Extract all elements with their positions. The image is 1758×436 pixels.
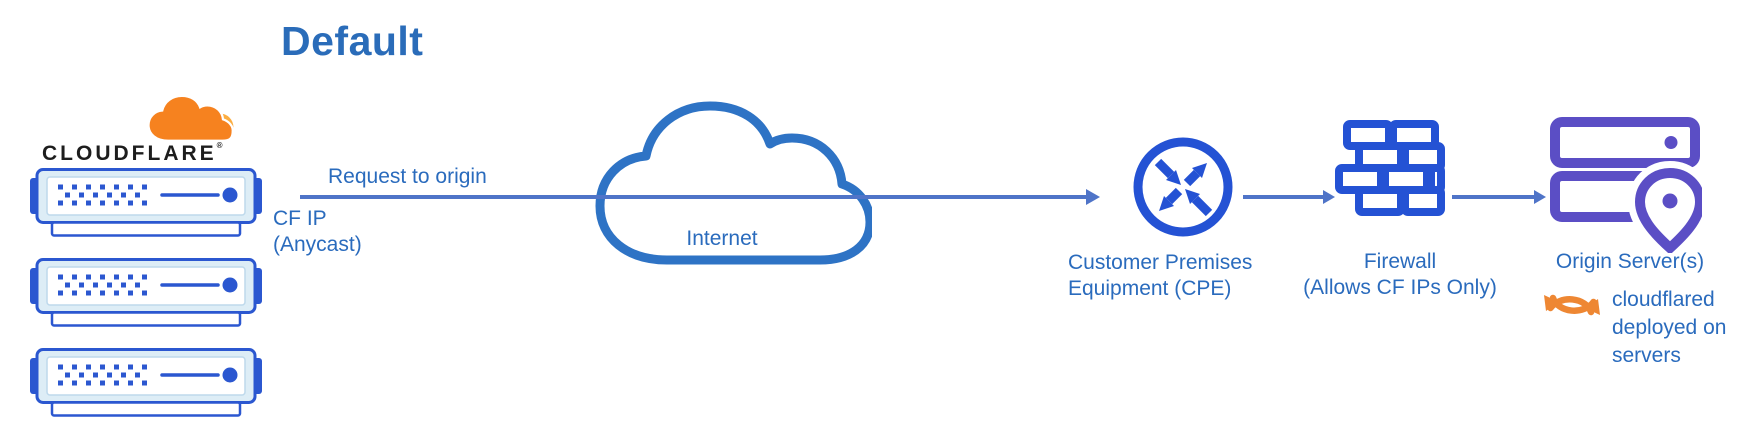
diagram-title: Default xyxy=(281,18,424,64)
server-rack-icon xyxy=(30,348,262,418)
server-rack-icon xyxy=(30,168,262,238)
cf-ip-label-line2: (Anycast) xyxy=(273,233,362,256)
cf-ip-anycast-label: CF IP (Anycast) xyxy=(273,206,362,258)
cloudflared-note-line3: servers xyxy=(1612,344,1681,367)
firewall-label-line1: Firewall xyxy=(1363,250,1437,273)
server-rack-icon xyxy=(30,258,262,328)
firewall-label: Firewall (Allows CF IPs Only) xyxy=(1288,249,1512,301)
request-to-origin-label: Request to origin xyxy=(328,165,487,188)
firewall-to-origin-arrow-line xyxy=(1452,195,1534,199)
cpe-to-firewall-arrow-head xyxy=(1323,190,1335,204)
origin-server-label: Origin Server(s) xyxy=(1555,250,1705,273)
location-pin-icon xyxy=(1627,160,1702,253)
sync-arrows-icon xyxy=(1544,294,1600,316)
router-arrows-icon xyxy=(1133,137,1233,237)
cloud-icon xyxy=(595,101,872,265)
cloudflared-note-line2: deployed on xyxy=(1612,316,1727,339)
brick-wall-icon xyxy=(1335,120,1445,216)
cloudflare-wordmark-text: CLOUDFLARE xyxy=(42,142,217,165)
request-arrow-line xyxy=(300,195,1086,199)
request-arrow-head xyxy=(1086,189,1100,205)
server-with-location-pin-icon xyxy=(1550,117,1702,253)
cpe-label-line2: Equipment (CPE) xyxy=(1068,277,1232,300)
cloudflared-note-line1: cloudflared xyxy=(1612,288,1715,311)
cpe-to-firewall-arrow-line xyxy=(1243,195,1323,199)
firewall-to-origin-arrow-head xyxy=(1534,190,1546,204)
cf-ip-label-line1: CF IP xyxy=(273,207,327,230)
cloudflared-note: cloudflared deployed on servers xyxy=(1612,286,1726,370)
registered-trademark-mark: ® xyxy=(216,141,223,150)
firewall-label-line2: (Allows CF IPs Only) xyxy=(1303,276,1497,299)
cpe-label-line1: Customer Premises xyxy=(1068,251,1253,274)
internet-label: Internet xyxy=(686,227,758,250)
cpe-label: Customer Premises Equipment (CPE) xyxy=(1068,250,1252,302)
cloudflare-cloud-icon xyxy=(147,94,234,142)
cloudflare-wordmark: CLOUDFLARE® xyxy=(42,142,223,166)
